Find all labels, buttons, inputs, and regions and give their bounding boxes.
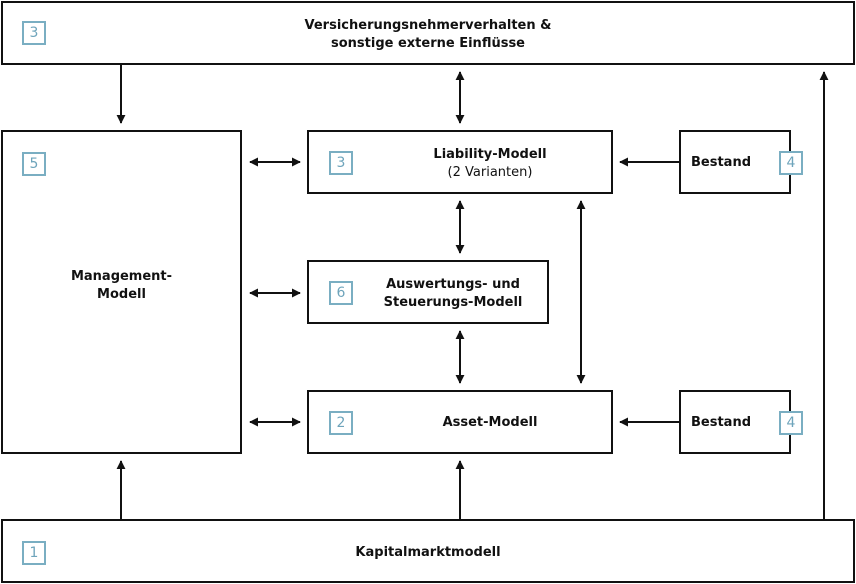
badge-4-bestand-bottom: 4 [779, 411, 803, 435]
badge-5-management: 5 [22, 152, 46, 176]
badge-3-liability: 3 [329, 151, 353, 175]
bestand-bottom-label: Bestand [691, 415, 752, 430]
external-influences-label: Versicherungsnehmerverhalten & sonstige … [3, 17, 853, 53]
management-line2: Modell [97, 287, 146, 302]
badge-3-external: 3 [22, 21, 46, 45]
badge-2-asset: 2 [329, 411, 353, 435]
asset-model-box: 2 Asset-Modell [307, 390, 613, 454]
badge-1-capital-market: 1 [22, 541, 46, 565]
liability-line2: (2 Varianten) [447, 165, 533, 180]
capital-market-model-box: 1 Kapitalmarktmodell [1, 519, 855, 583]
bestand-top-box: Bestand 4 [679, 130, 803, 194]
management-line1: Management- [70, 269, 173, 284]
evaluation-control-model-box: 6 Auswertungs- und Steuerungs-Modell [307, 260, 549, 324]
bestand-bottom-box: Bestand 4 [679, 390, 803, 454]
evaluation-control-model-label: Auswertungs- und Steuerungs-Modell [359, 276, 547, 312]
evaluation-line1: Auswertungs- und [386, 277, 520, 292]
liability-line1: Liability-Modell [433, 147, 547, 162]
asset-model-label: Asset-Modell [442, 415, 538, 430]
external-influences-box: 3 Versicherungsnehmerverhalten & sonstig… [1, 1, 855, 65]
external-line2: sonstige externe Einflüsse [331, 36, 525, 51]
badge-6-evaluation: 6 [329, 281, 353, 305]
management-model-label: Management- Modell [3, 268, 240, 304]
bestand-top-label: Bestand [691, 155, 752, 170]
liability-model-box: 3 Liability-Modell (2 Varianten) [307, 130, 613, 194]
external-line1: Versicherungsnehmerverhalten & [304, 18, 552, 33]
liability-model-label: Liability-Modell (2 Varianten) [369, 146, 611, 182]
capital-market-model-label: Kapitalmarktmodell [355, 545, 501, 560]
management-model-box: 5 Management- Modell [1, 130, 242, 454]
evaluation-line2: Steuerungs-Modell [383, 295, 523, 310]
badge-4-bestand-top: 4 [779, 151, 803, 175]
